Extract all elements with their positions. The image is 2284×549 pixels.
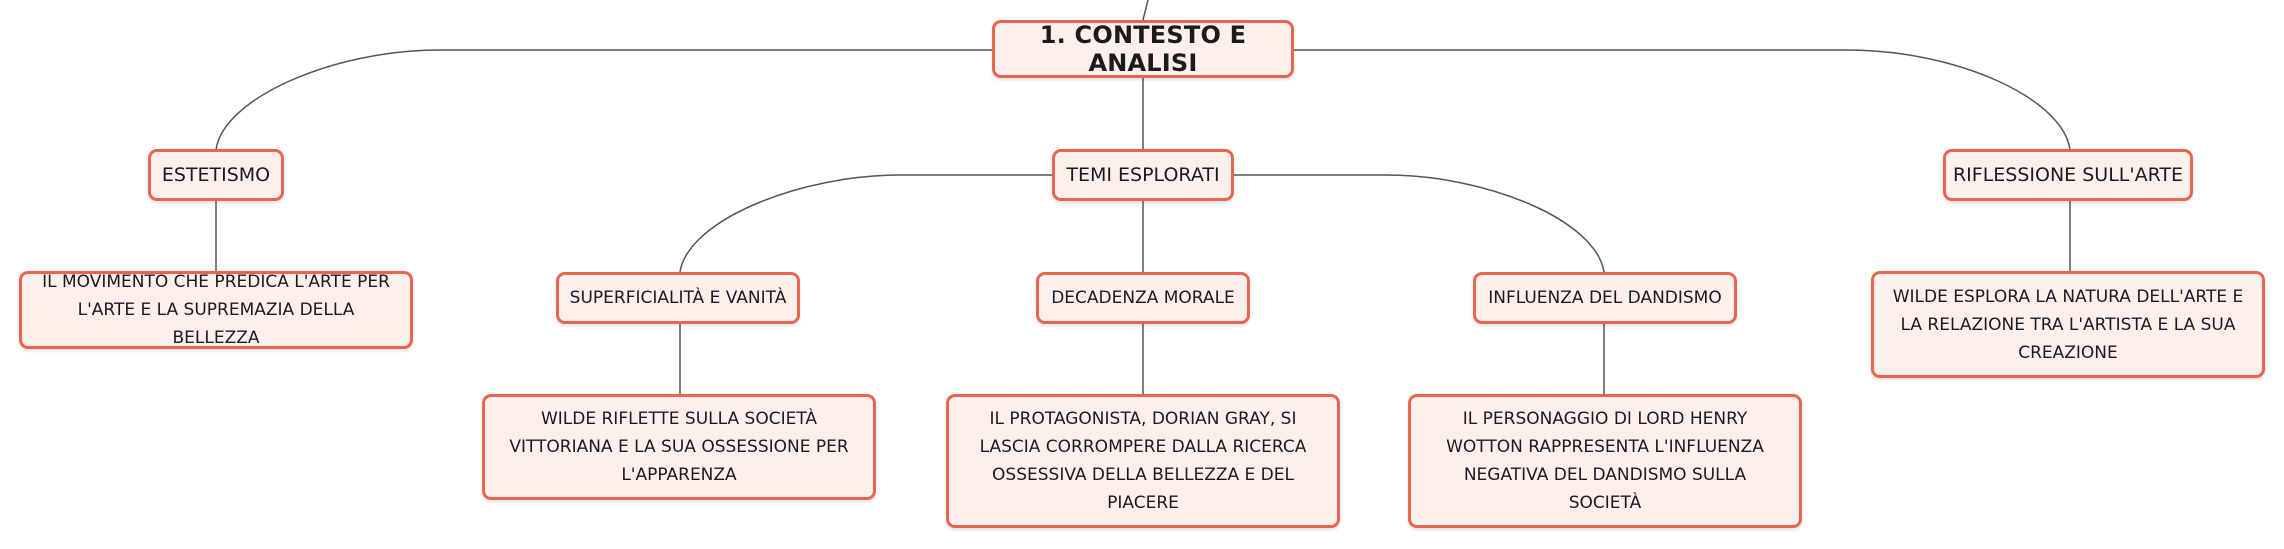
connector-root-to-riflessione [1293,49,2071,151]
branch-label-temi-esplorati: TEMI ESPLORATI [1066,164,1220,186]
detail-text-decadenza-morale: IL PROTAGONISTA, DORIAN GRAY, SI LASCIA … [979,409,1307,513]
detail-text-estetismo: IL MOVIMENTO CHE PREDICA L'ARTE PER L'AR… [42,272,390,348]
detail-node-estetismo[interactable]: IL MOVIMENTO CHE PREDICA L'ARTE PER L'AR… [19,271,413,349]
topic-node-superficialita[interactable]: SUPERFICIALITÀ E VANITÀ [556,272,800,324]
branch-node-riflessione-sull-arte[interactable]: RIFLESSIONE SULL'ARTE [1943,149,2193,201]
topic-label-superficialita: SUPERFICIALITÀ E VANITÀ [569,288,787,308]
connector-temi-to-superficialita [679,174,1052,273]
branch-label-riflessione-sull-arte: RIFLESSIONE SULL'ARTE [1952,164,2184,186]
detail-node-decadenza-morale[interactable]: IL PROTAGONISTA, DORIAN GRAY, SI LASCIA … [946,394,1340,528]
branch-node-temi-esplorati[interactable]: TEMI ESPLORATI [1052,149,1234,201]
branch-node-estetismo[interactable]: ESTETISMO [148,149,284,201]
detail-node-superficialita[interactable]: WILDE RIFLETTE SULLA SOCIETÀ VITTORIANA … [482,394,876,500]
detail-node-riflessione-sull-arte[interactable]: WILDE ESPLORA LA NATURA DELL'ARTE E LA R… [1871,271,2265,378]
branch-label-estetismo: ESTETISMO [161,164,271,186]
root-label: 1. CONTESTO E ANALISI [1039,21,1247,77]
topic-label-influenza-dandismo: INFLUENZA DEL DANDISMO [1488,288,1722,308]
detail-node-influenza-dandismo[interactable]: IL PERSONAGGIO DI LORD HENRY WOTTON RAPP… [1408,394,1802,528]
topic-node-influenza-dandismo[interactable]: INFLUENZA DEL DANDISMO [1473,272,1737,324]
connector-parent-to-root [1142,0,1149,21]
topic-node-decadenza-morale[interactable]: DECADENZA MORALE [1036,272,1250,324]
detail-text-superficialita: WILDE RIFLETTE SULLA SOCIETÀ VITTORIANA … [509,409,849,485]
detail-text-riflessione-sull-arte: WILDE ESPLORA LA NATURA DELL'ARTE E LA R… [1892,286,2244,363]
topic-label-decadenza-morale: DECADENZA MORALE [1051,288,1235,308]
connector-root-to-estetismo [215,49,992,151]
detail-text-influenza-dandismo: IL PERSONAGGIO DI LORD HENRY WOTTON RAPP… [1446,409,1764,513]
connector-temi-to-influenza [1232,174,1605,273]
root-node[interactable]: 1. CONTESTO E ANALISI [992,20,1294,78]
